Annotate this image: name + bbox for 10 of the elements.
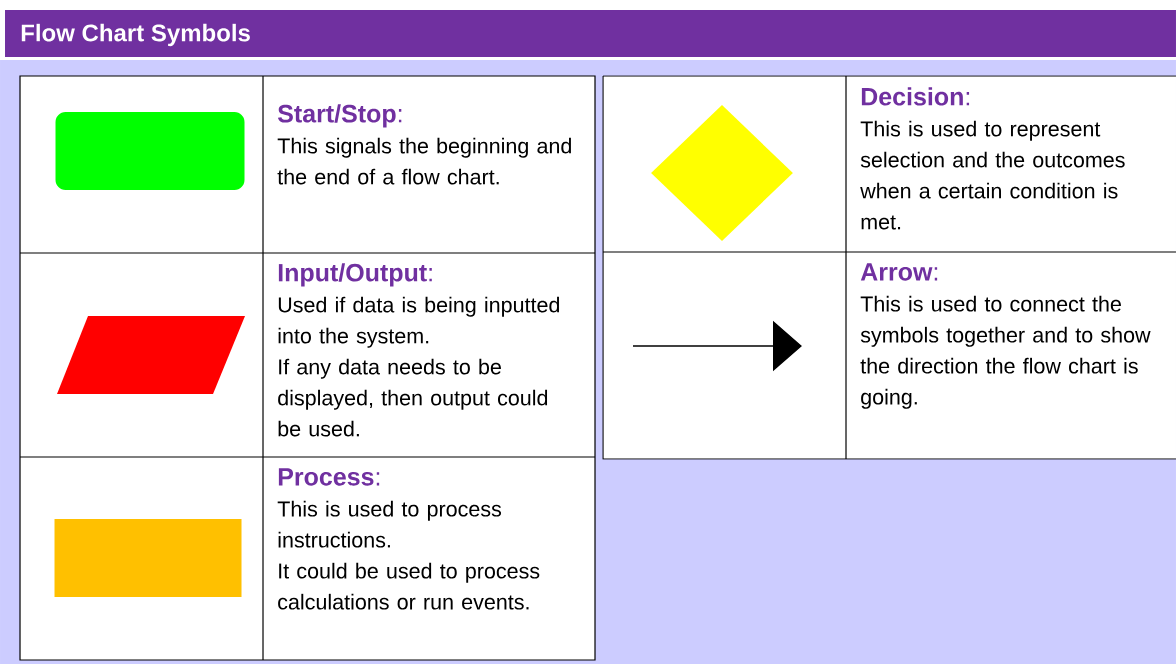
symbol-description: Process: This is used to process instructions. It could be used to process calculations or run events. bbox=[277, 468, 540, 610]
rounded-rectangle-shape bbox=[55, 112, 245, 190]
symbol-description: Arrow: This is used to connect the symbols together and to show the direction the flow chart is going. bbox=[860, 263, 1151, 409]
parallelogram-shape bbox=[57, 316, 245, 394]
title: Flow Chart Symbols bbox=[21, 23, 250, 47]
symbol-description: Input/Output: Used if data is being inputted into the system. If any data needs to be displayed, then output could be used. bbox=[278, 263, 559, 437]
rectangle-shape bbox=[54, 519, 242, 597]
symbol-description: Decision: This is used to represent selection and the outcomes when a certain condition is met. bbox=[860, 87, 1125, 230]
symbol-description: Start/Stop: This signals the beginning and the end of a flow chart. bbox=[277, 104, 571, 185]
diamond-shape bbox=[651, 105, 793, 241]
